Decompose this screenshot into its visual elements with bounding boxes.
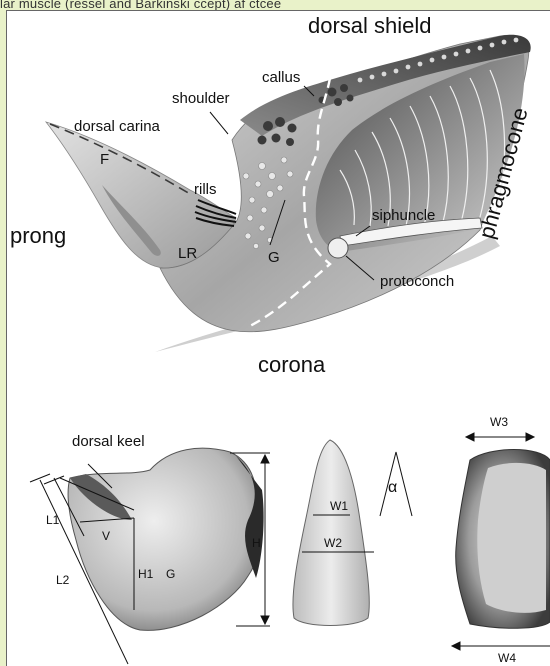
label-prong: prong <box>10 223 66 248</box>
label-G-lateral: G <box>166 567 175 581</box>
label-G: G <box>268 249 280 266</box>
lateral-view-specimen: dorsal keel L1 L2 V H1 G H <box>30 433 270 664</box>
label-W3: W3 <box>490 415 508 429</box>
label-dorsal-keel: dorsal keel <box>72 433 145 450</box>
label-F: F <box>100 151 109 168</box>
dorsal-view-specimen: W1 W2 α <box>293 440 412 626</box>
label-siphuncle: siphuncle <box>372 207 435 224</box>
label-protoconch: protoconch <box>380 273 454 290</box>
label-alpha: α <box>388 479 397 496</box>
dorsal-view-cone <box>293 440 369 626</box>
label-corona: corona <box>258 352 326 377</box>
ventral-inner-cavity <box>477 463 546 613</box>
label-shoulder: shoulder <box>172 90 230 107</box>
lateral-view-body <box>68 448 259 630</box>
ventral-view-specimen: W3 W4 <box>452 415 550 665</box>
label-rills: rills <box>194 181 217 198</box>
label-dorsal-shield: dorsal shield <box>308 13 432 38</box>
label-W2: W2 <box>324 536 342 550</box>
label-L2: L2 <box>56 573 70 587</box>
label-dorsal-carina: dorsal carina <box>74 118 161 135</box>
label-callus: callus <box>262 69 300 86</box>
label-H: H <box>252 536 261 550</box>
label-W1: W1 <box>330 499 348 513</box>
protoconch-shape <box>328 238 348 258</box>
label-L1: L1 <box>46 513 60 527</box>
label-LR: LR <box>178 245 197 262</box>
label-V: V <box>102 529 110 543</box>
aptychus-reconstruction: dorsal shield phragmocone callus shoulde… <box>10 13 533 377</box>
label-W4: W4 <box>498 651 516 665</box>
label-H1: H1 <box>138 567 154 581</box>
